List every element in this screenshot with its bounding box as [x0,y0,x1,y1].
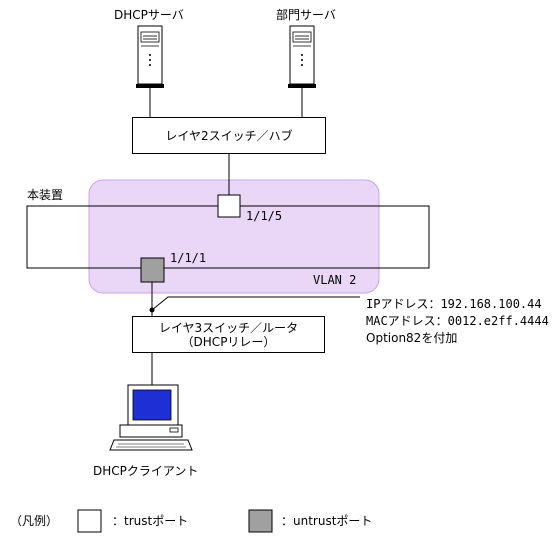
vlan-label: VLAN 2 [313,273,357,287]
untrust-port-label: 1/1/1 [170,251,207,265]
client-ip-address: IPアドレス：192.168.100.44 [366,297,542,311]
legend-untrust-swatch [248,509,273,533]
layer2-switch-label: レイヤ2スイッチ／ハブ [165,128,293,143]
dhcp-relay-label: （DHCPリレー） [181,334,276,349]
pc-client-icon [109,384,193,451]
legend-untrust-label: ：untrustポート [281,514,373,528]
department-server-label: 部門サーバ [276,8,336,22]
dhcp-server-icon [136,25,164,88]
department-server-icon [288,25,316,88]
client-mac-address: MACアドレス：0012.e2ff.4444 [366,314,549,328]
trust-port-marker [217,194,241,218]
legend-trust-swatch [77,509,102,533]
dhcp-client-label: DHCPクライアント [93,464,199,478]
dhcp-server-label: DHCPサーバ [114,8,184,22]
option82-note: Option82を付加 [366,331,458,345]
layer3-router-label: レイヤ3スイッチ／ルータ [158,320,299,335]
layer3-router-box: レイヤ3スイッチ／ルータ （DHCPリレー） [132,316,325,353]
device-label: 本装置 [27,188,64,202]
trust-port-label: 1/1/5 [246,209,283,223]
untrust-port-marker [140,257,165,283]
legend-title: （凡例） [10,514,59,528]
layer2-switch-box: レイヤ2スイッチ／ハブ [132,117,326,154]
legend-trust-label: ：trustポート [112,514,189,528]
